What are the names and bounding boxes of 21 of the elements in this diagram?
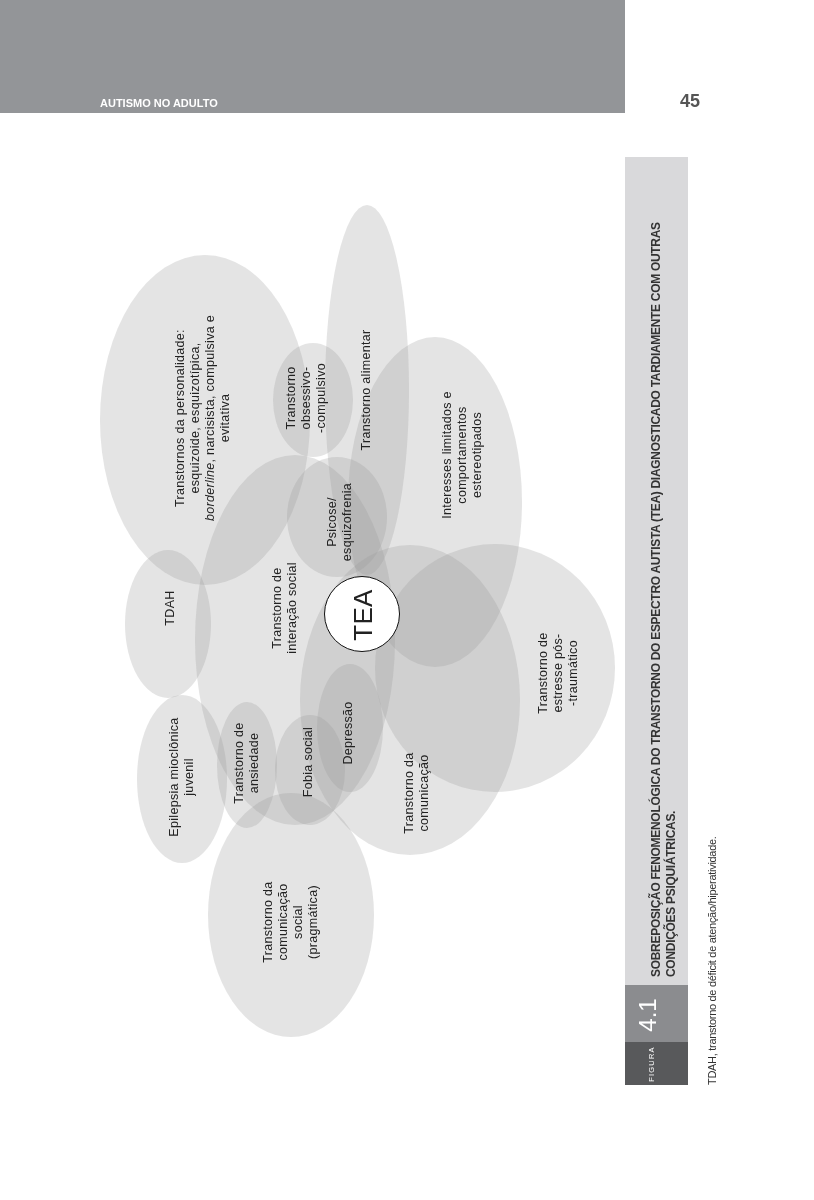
figure-footnote: TDAH, transtorno de déficit de atenção/hiperatividade. <box>706 835 718 1085</box>
region-label: Transtorno alimentar <box>358 328 374 453</box>
region-label: Transtorno da comunicação social (pragmática) <box>261 880 321 965</box>
region-label: Transtorno de interação social <box>270 561 300 656</box>
region-label: TDAH <box>162 589 178 628</box>
region-label: Transtorno de estresse pós- -traumático <box>535 631 581 716</box>
running-header: AUTISMO NO ADULTO <box>100 97 218 109</box>
region-label: Psicose/ esquizofrenia <box>325 481 355 564</box>
page-number: 45 <box>680 91 701 112</box>
figure-number: 4.1 <box>634 998 662 1032</box>
region-label: Transtorno de ansiedade <box>232 721 262 806</box>
region-label: Interesses limitados e comportamentos estereotipados <box>439 390 485 521</box>
region-label: Epilepsia mioclônica juvenil <box>167 716 197 839</box>
center-label: TEA <box>348 588 378 643</box>
region-label: Transtorno da comunicação <box>402 751 432 836</box>
region-label: Depressão <box>340 700 356 767</box>
region-label: Fobia social <box>300 725 316 800</box>
figure-title: SOBREPOSIÇÃO FENOMENOLÓGICA DO TRANSTORNO DO ESPECTRO AUTISTA (TEA) DIAGNOSTICADO TARDIAMENTE COM OUTRAS CONDIÇÕES PSIQUIÁTRICAS. <box>649 221 679 977</box>
center-circle <box>324 576 400 652</box>
region-label: Transtornos da personalidade: esquizoide, esquizotípica, borderline, narcisista, compulsiva e evitativa <box>173 314 233 523</box>
region-label: Transtorno obsessivo- -compulsivo <box>283 362 329 435</box>
